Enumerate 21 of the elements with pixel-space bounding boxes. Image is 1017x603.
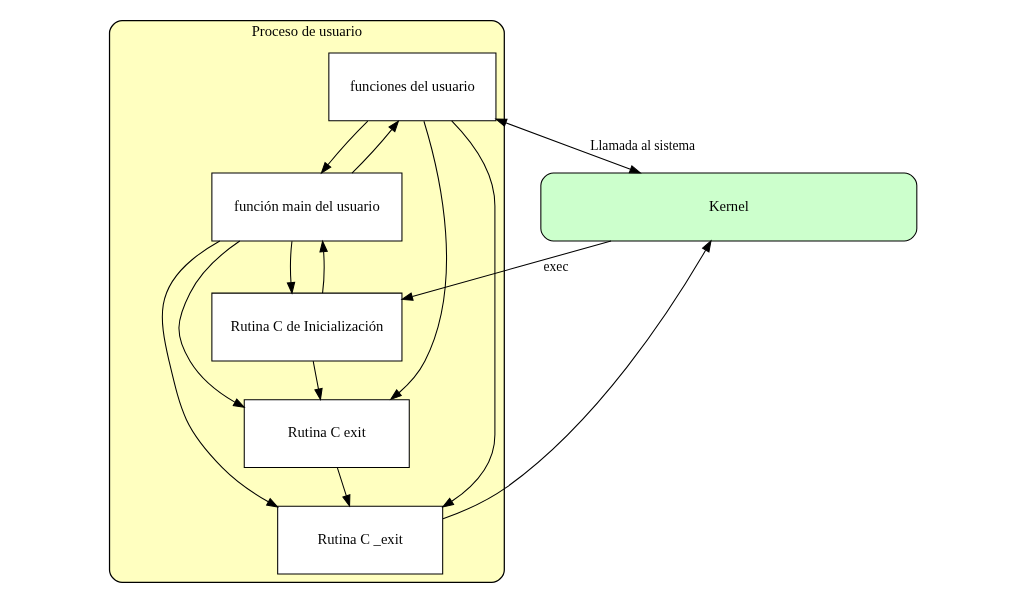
arrow bbox=[494, 118, 642, 174]
node-box: Rutina C _exit bbox=[276, 505, 443, 575]
arrow bbox=[389, 120, 447, 401]
arrow bbox=[351, 119, 399, 174]
arrow bbox=[319, 120, 368, 175]
node-box: funciones del usuario bbox=[327, 52, 496, 122]
arrow bbox=[286, 240, 295, 295]
arrow bbox=[442, 239, 712, 520]
node-box: Rutina C exit bbox=[243, 399, 410, 469]
arrow bbox=[161, 240, 279, 508]
node-box: función main del usuario bbox=[210, 172, 402, 242]
arrow bbox=[312, 360, 323, 401]
arrow bbox=[177, 240, 246, 408]
node-box: Kernel bbox=[539, 172, 917, 242]
arrow bbox=[441, 120, 495, 508]
node-box: Rutina C de Inicialización bbox=[210, 292, 402, 362]
arrow bbox=[400, 240, 612, 301]
edge-label: exec bbox=[543, 258, 568, 274]
edge-label: Llamada al sistema bbox=[589, 138, 695, 154]
arrow bbox=[318, 239, 328, 294]
arrow bbox=[336, 467, 350, 508]
